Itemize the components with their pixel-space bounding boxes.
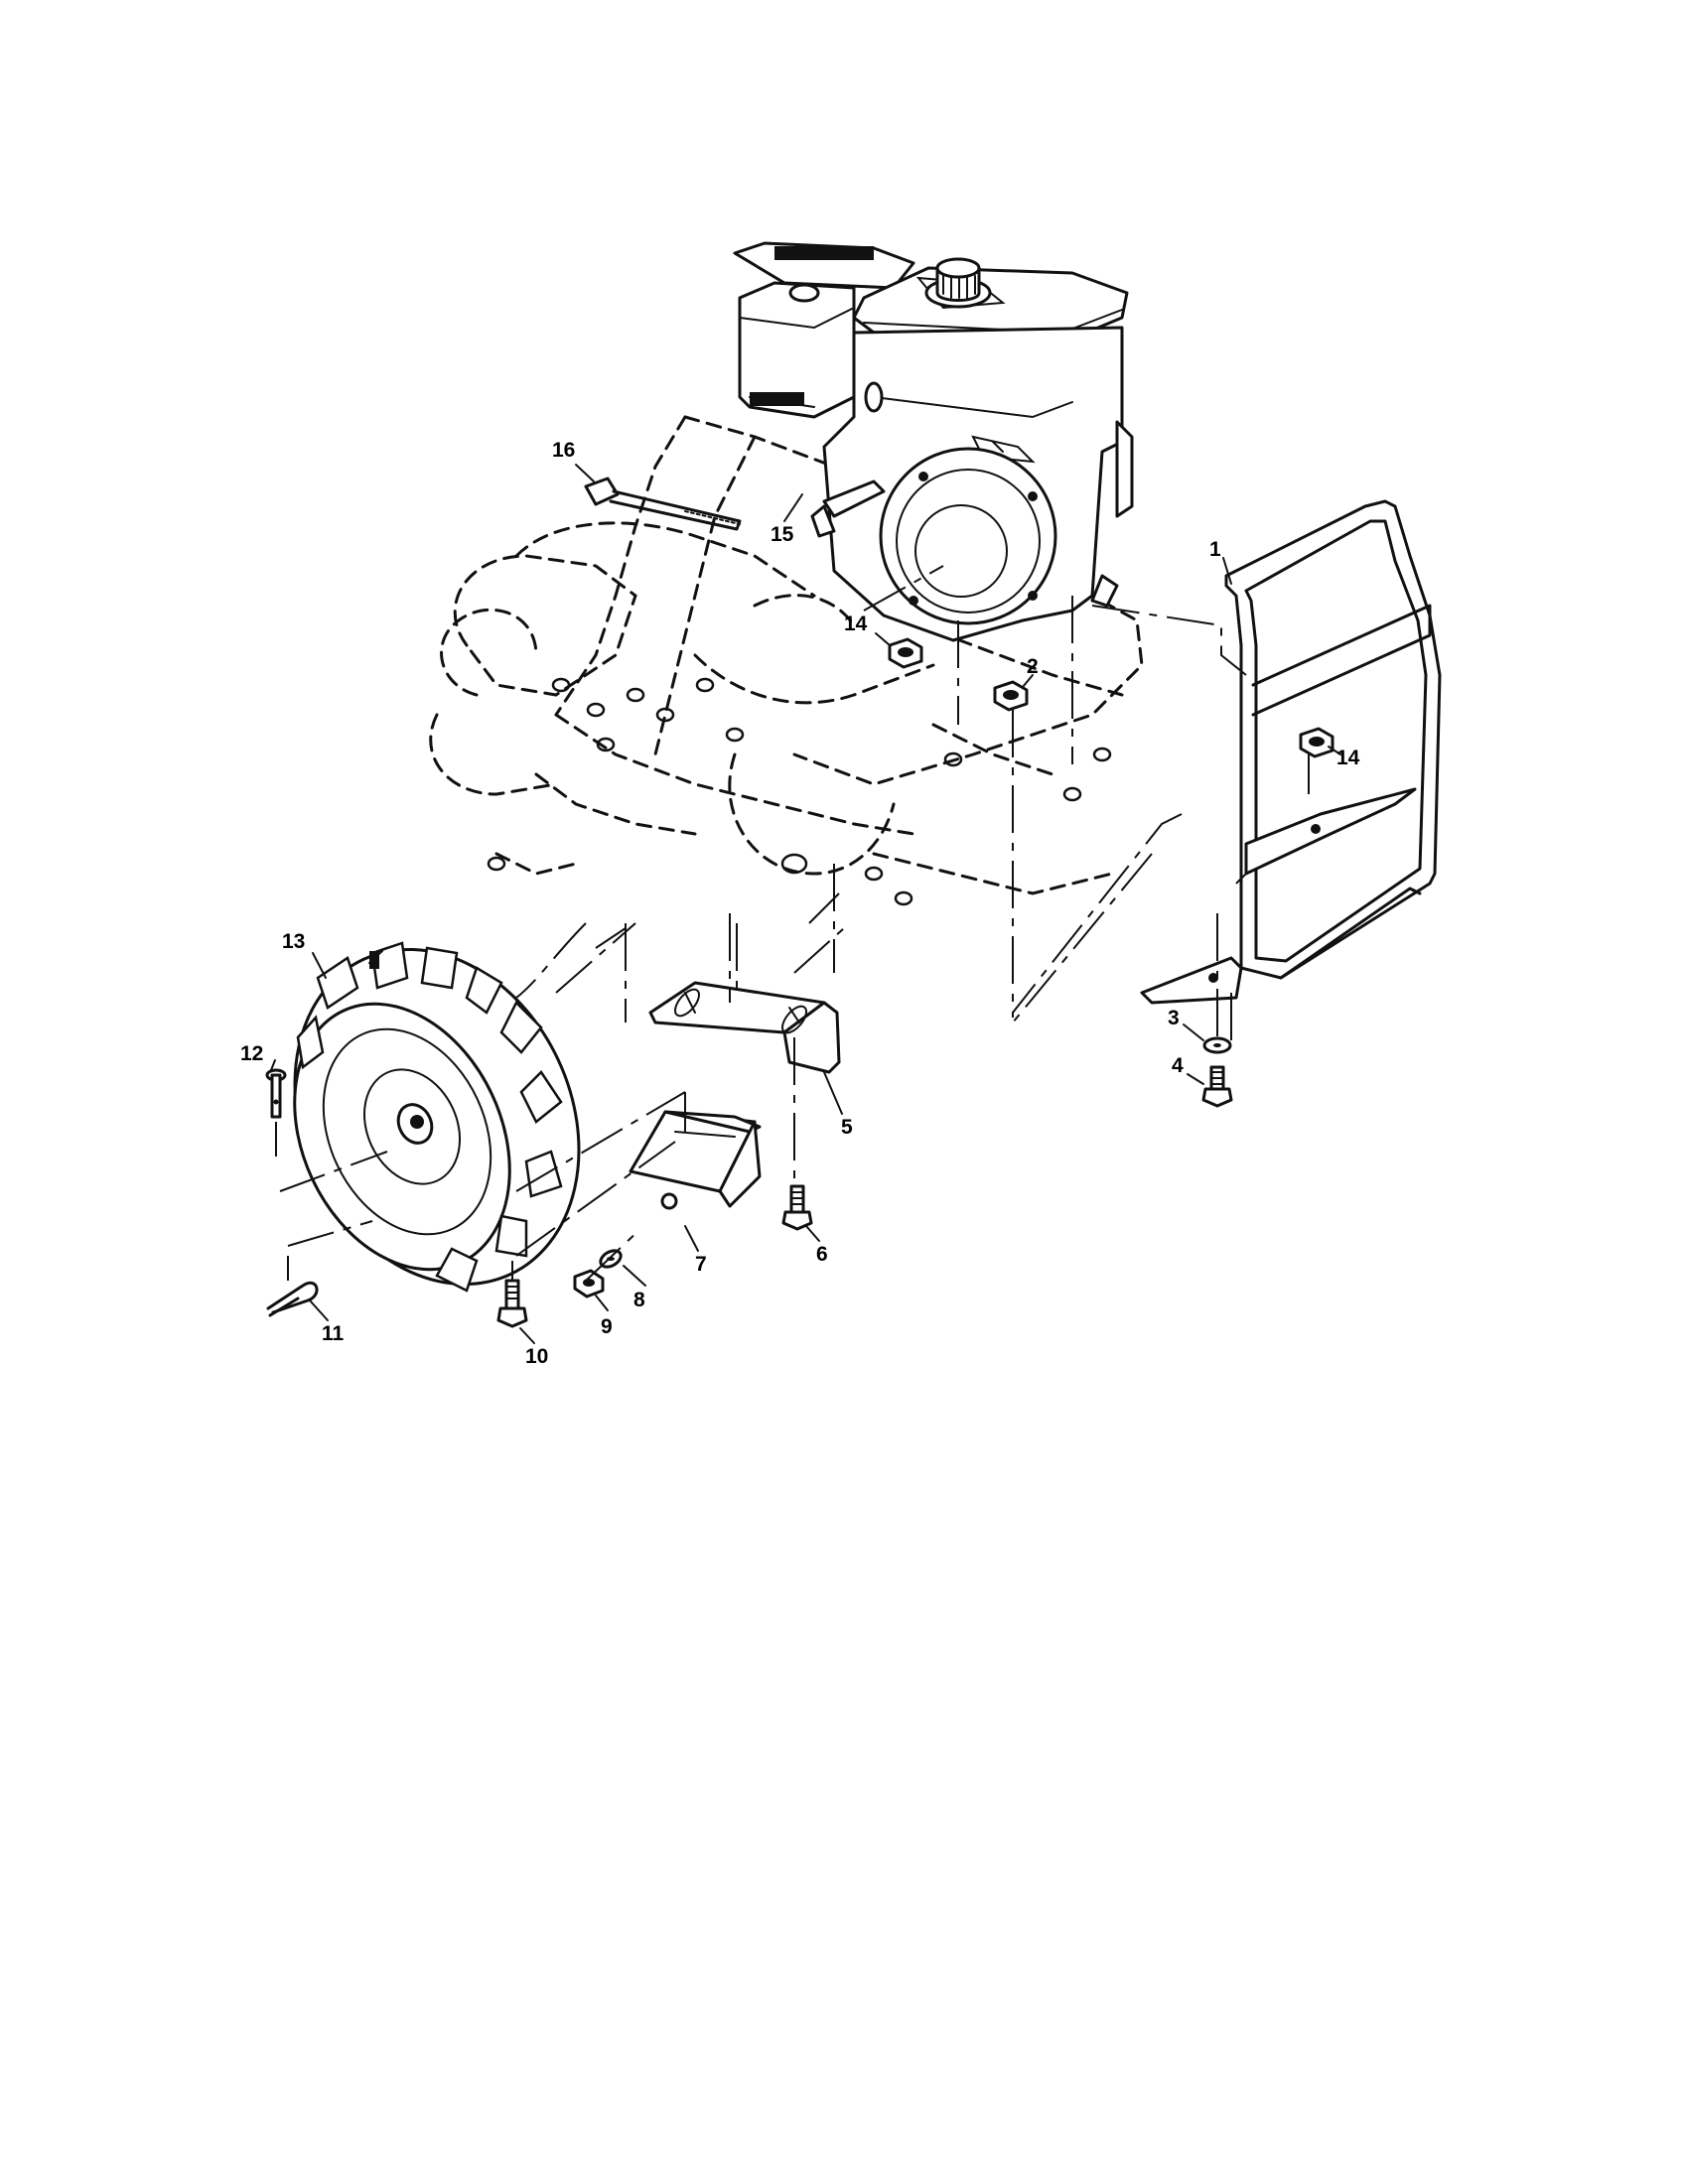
- hex-nut-14b: [1299, 727, 1334, 758]
- weight-block: [629, 1110, 762, 1210]
- leader-lines: [270, 464, 1341, 1344]
- tiller-frame-phantom: [429, 415, 1144, 906]
- callout-2: 2: [1027, 655, 1039, 678]
- engine: [733, 241, 1134, 642]
- callout-15: 15: [771, 523, 794, 546]
- callout-8: 8: [633, 1289, 645, 1311]
- hex-nut-9: [573, 1269, 605, 1298]
- hex-nut-2: [993, 680, 1029, 712]
- hairpin-clip-11: [266, 1281, 319, 1317]
- callout-7: 7: [695, 1253, 707, 1276]
- callout-3: 3: [1168, 1007, 1180, 1029]
- callout-6: 6: [816, 1243, 828, 1266]
- clevis-pin-12: [265, 1068, 287, 1119]
- callout-14-right: 14: [1336, 747, 1360, 769]
- callout-12: 12: [240, 1042, 263, 1065]
- callout-labels: 1 2 3 4 5 6 7 8 9 10 11 12 13 14 14 15 1…: [240, 439, 1360, 1368]
- hex-bolt-6: [781, 1184, 813, 1231]
- callout-9: 9: [601, 1315, 613, 1338]
- hex-bolt-4: [1201, 1065, 1233, 1108]
- callout-10: 10: [525, 1345, 548, 1368]
- hex-bolt-10: [496, 1279, 528, 1328]
- callout-11: 11: [322, 1322, 345, 1345]
- callout-4: 4: [1172, 1054, 1184, 1077]
- callout-5: 5: [841, 1116, 853, 1139]
- bumper-guard: [1140, 499, 1442, 1005]
- callout-16: 16: [552, 439, 575, 462]
- assembly-center-lines: [275, 565, 1310, 1282]
- skid-bracket: [648, 981, 841, 1074]
- flat-washer-3: [1202, 1036, 1232, 1054]
- callout-13: 13: [282, 930, 305, 953]
- wheel: [293, 941, 581, 1293]
- hex-nut-14a: [888, 637, 923, 669]
- callout-1: 1: [1209, 538, 1221, 561]
- cable-tie: [584, 477, 742, 531]
- callout-14-upper: 14: [844, 613, 868, 635]
